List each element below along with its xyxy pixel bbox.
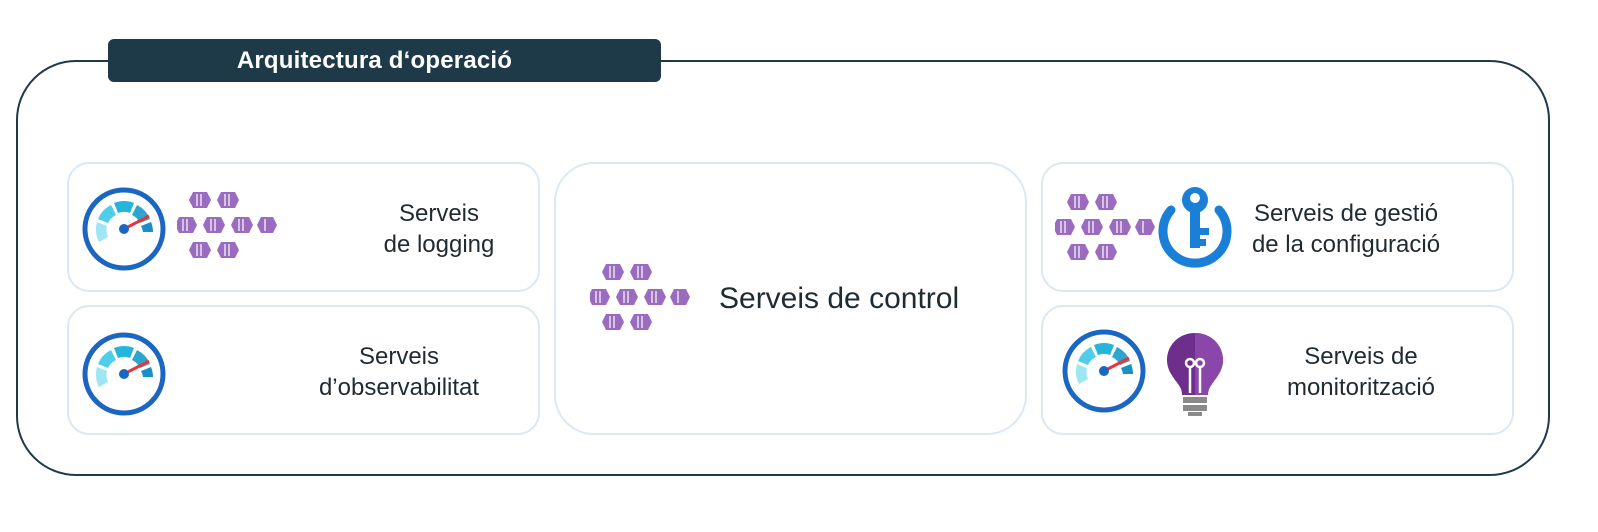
dashboard-gauge-icon [82,187,166,271]
key-vault-icon [1158,187,1232,268]
monitoring-services-card: Serveis de monitorització [1041,305,1514,435]
observability-label-line1: Serveis [358,343,440,370]
monitoring-label-line2: monitorització [1286,374,1436,401]
control-services-label: Serveis de control [719,282,960,315]
observability-services-card: Serveis d’observabilitat [67,305,540,435]
architecture-frame [16,60,1550,476]
container-cluster-icon [1055,194,1155,260]
logging-services-label: Serveis de logging [349,198,529,260]
title-tab: Arquitectura d‘operació [108,39,661,82]
control-services-card: Serveis de control [554,162,1027,435]
observability-label-line2: d’observabilitat [318,374,480,401]
dashboard-gauge-icon [82,332,166,416]
config-label-line1: Serveis de gestió [1253,200,1439,227]
observability-services-label: Serveis d’observabilitat [299,341,499,403]
dashboard-gauge-icon [1062,329,1146,413]
diagram-title: Arquitectura d‘operació [236,46,513,74]
logging-label-line1: Serveis [398,200,480,227]
config-management-services-card: Serveis de gestió de la configuració [1041,162,1514,292]
monitoring-label-line1: Serveis de [1304,343,1418,370]
config-management-services-label: Serveis de gestió de la configuració [1231,198,1461,260]
logging-services-card: Serveis de logging [67,162,540,292]
logging-label-line2: de logging [383,231,495,258]
config-label-line2: de la configuració [1251,231,1441,258]
container-cluster-icon [590,264,690,330]
insights-bulb-icon [1167,333,1223,416]
monitoring-services-label: Serveis de monitorització [1261,341,1461,403]
container-cluster-icon [177,192,277,258]
